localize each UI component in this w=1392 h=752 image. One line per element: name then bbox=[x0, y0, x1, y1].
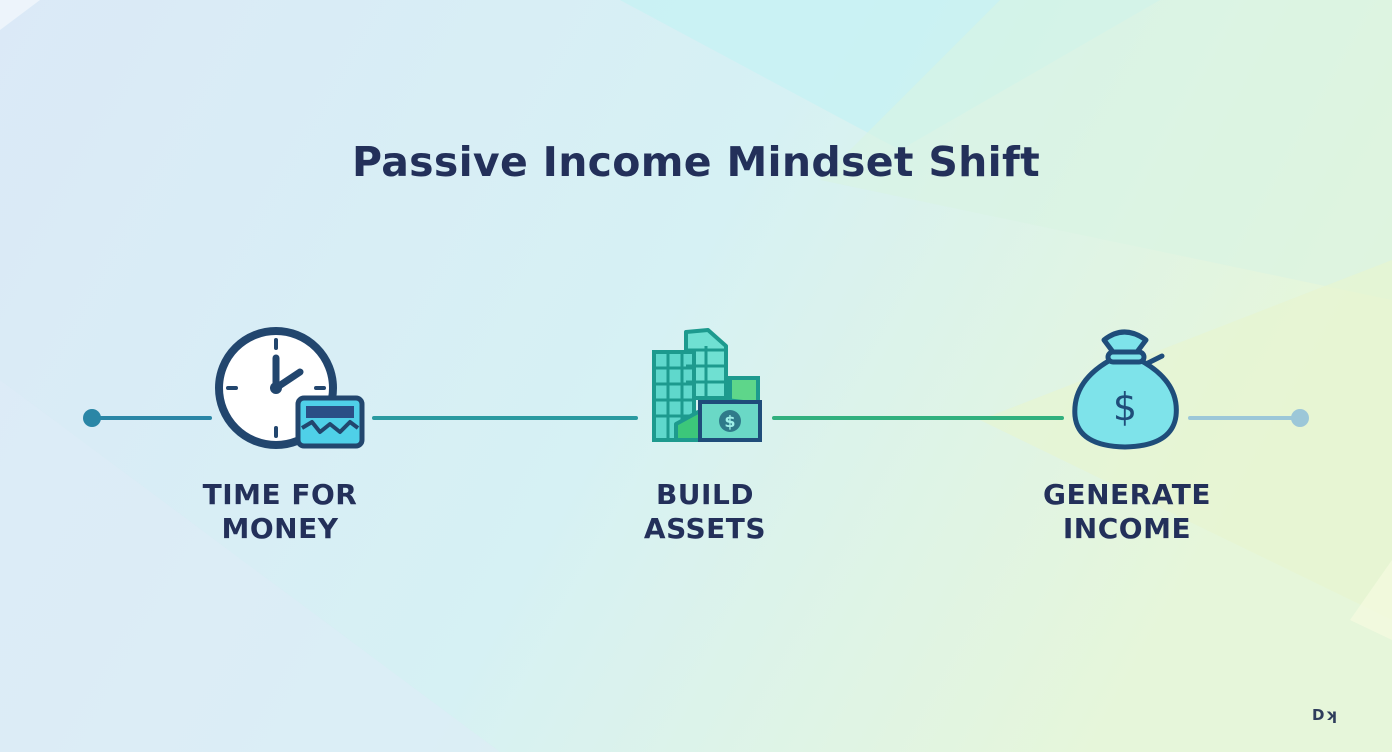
step-label-line-2: MONEY bbox=[221, 512, 339, 545]
step-label-generate-income: GENERATE INCOME bbox=[997, 478, 1257, 546]
step-label-line-2: ASSETS bbox=[643, 512, 767, 545]
page-title: Passive Income Mindset Shift bbox=[351, 138, 1041, 186]
step-label-build-assets: BUILD ASSETS bbox=[575, 478, 835, 546]
step-label-time-for-money: TIME FOR MONEY bbox=[150, 478, 410, 546]
svg-text:$: $ bbox=[1113, 385, 1137, 429]
timeline-end-dot bbox=[1291, 409, 1309, 427]
step-label-line-2: INCOME bbox=[1062, 512, 1192, 545]
clock-money-icon bbox=[215, 327, 365, 449]
brand-logo: Dʞ bbox=[1312, 706, 1338, 724]
step-label-line-1: BUILD bbox=[655, 478, 755, 511]
money-bag-icon: $ bbox=[1072, 329, 1179, 450]
step-label-line-1: GENERATE bbox=[1043, 478, 1211, 511]
step-label-line-1: TIME FOR bbox=[202, 478, 358, 511]
svg-text:$: $ bbox=[724, 412, 735, 431]
buildings-money-icon: $ bbox=[652, 328, 762, 442]
